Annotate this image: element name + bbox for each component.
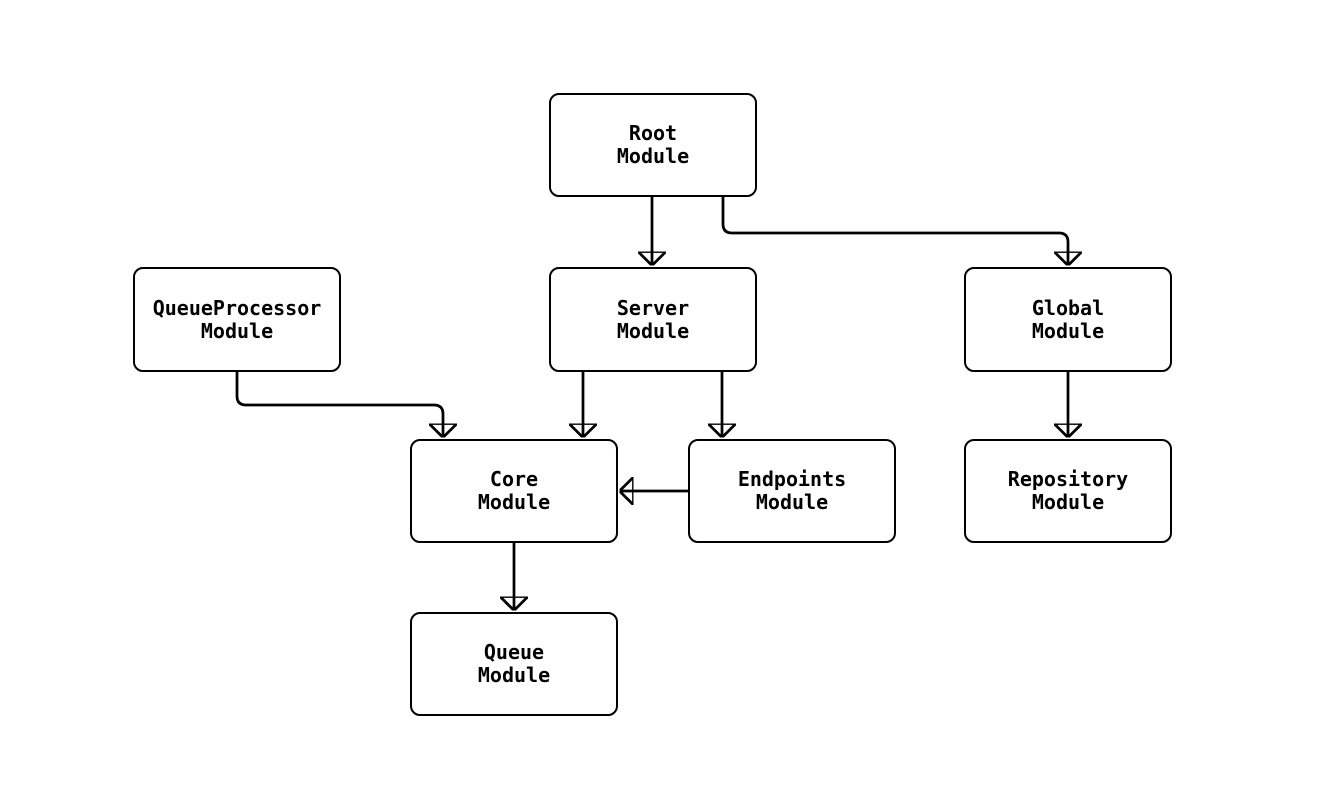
- node-label-line: Module: [477, 663, 551, 687]
- node-label-line: Module: [200, 318, 274, 343]
- node-label-line: Module: [1031, 490, 1105, 514]
- node-queueprocessor-module: QueueProcessor Module: [133, 267, 341, 372]
- node-label-line: Server: [616, 295, 690, 320]
- edge-root-to-global: [721, 197, 1068, 265]
- node-label-line: Core: [489, 467, 539, 491]
- node-label-line: Root: [628, 121, 678, 145]
- node-global-module: Global Module: [964, 267, 1172, 372]
- node-server-module: Server Module: [549, 267, 757, 372]
- node-label-line: Queue: [483, 640, 545, 664]
- node-label-line: Repository: [1007, 467, 1129, 491]
- node-label-line: Module: [616, 144, 690, 168]
- node-endpoints-module: Endpoints Module: [688, 439, 896, 543]
- node-label-line: Module: [755, 490, 829, 514]
- node-label-line: Module: [1031, 318, 1105, 343]
- edge-queueprocessor-to-core: [235, 372, 443, 437]
- node-label-line: Module: [477, 490, 551, 514]
- node-label-line: QueueProcessor: [152, 295, 322, 320]
- node-core-module: Core Module: [410, 439, 618, 543]
- node-label-line: Endpoints: [737, 467, 847, 491]
- node-repository-module: Repository Module: [964, 439, 1172, 543]
- node-label-line: Module: [616, 318, 690, 343]
- node-root-module: Root Module: [549, 93, 757, 197]
- node-queue-module: Queue Module: [410, 612, 618, 716]
- node-label-line: Global: [1031, 295, 1105, 320]
